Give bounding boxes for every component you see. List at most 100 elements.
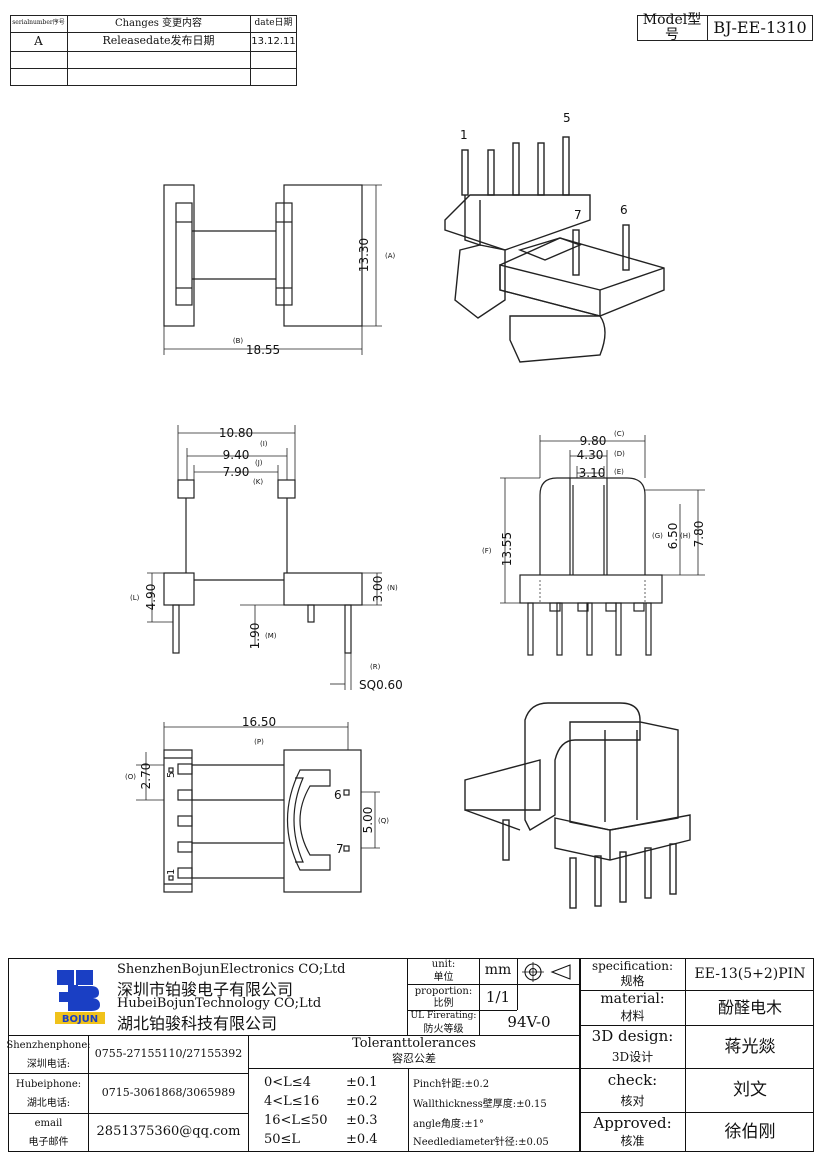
dim-i-tag: (I) xyxy=(260,440,268,448)
technical-drawing: 13.30 (A) 18.55 (B) 10.80 (I) 9.40 (J) 7… xyxy=(125,111,706,909)
rev-header-serial: serialnumber序号 xyxy=(12,19,65,27)
tol-angle: angle角度:±1° xyxy=(413,1119,485,1130)
bottom-pin-label-1: 1 xyxy=(166,869,177,875)
model-label: Model型号 xyxy=(642,11,702,43)
email-label-cn: 电子邮件 xyxy=(28,1136,69,1148)
side-view xyxy=(500,435,705,656)
sz-phone-label: Shenzhenphone: xyxy=(6,1040,91,1051)
hb-phone: 0715-3061868/3065989 xyxy=(101,1086,236,1100)
tol-wall: Wallthickness壁厚度:±0.15 xyxy=(413,1099,547,1110)
dim-j: 9.40 xyxy=(223,448,250,462)
dim-a-tag: (A) xyxy=(385,252,396,260)
dim-d: 4.30 xyxy=(577,448,604,462)
pin-label-7: 7 xyxy=(574,208,582,222)
approved-value: 徐伯刚 xyxy=(724,1121,776,1142)
dim-f: 13.55 xyxy=(500,532,514,566)
design-value: 蒋光燚 xyxy=(724,1036,776,1057)
tol-needle: Needlediameter针径:±0.05 xyxy=(413,1137,549,1148)
unit-label-cn: 单位 xyxy=(433,972,454,983)
tol-range-2: 16<L≤50 xyxy=(264,1113,328,1128)
tol-pinch: Pinch针距:±0.2 xyxy=(413,1079,490,1090)
tol-value-0: ±0.1 xyxy=(346,1075,378,1090)
material-label: material: xyxy=(600,990,665,1007)
email: 2851375360@qq.com xyxy=(96,1124,241,1140)
rev-header-date: date日期 xyxy=(254,17,293,28)
dim-i: 10.80 xyxy=(219,426,253,440)
unit-label: unit: xyxy=(431,959,456,970)
dim-k: 7.90 xyxy=(223,465,250,479)
proportion-label: proportion: xyxy=(414,985,473,997)
tol-value-1: ±0.2 xyxy=(346,1094,378,1109)
rev-date: 13.12.11 xyxy=(251,36,296,47)
bottom-pin-label-5: 5 xyxy=(166,772,177,778)
design-label: 3D design: xyxy=(591,1027,674,1046)
material-label-cn: 材料 xyxy=(620,1008,645,1023)
dim-c-tag: (C) xyxy=(614,430,625,438)
dim-o: 2.70 xyxy=(139,763,153,790)
bottom-pin-label-7: 7 xyxy=(336,842,344,856)
sz-phone: 0755-27155110/27155392 xyxy=(94,1047,243,1061)
dim-r-tag: (R) xyxy=(370,663,381,671)
company-name-2-cn: 湖北铂骏科技有限公司 xyxy=(117,1014,278,1033)
dim-h: 7.80 xyxy=(692,521,706,548)
hb-phone-label-cn: 湖北电话: xyxy=(26,1098,71,1109)
sz-phone-label-cn: 深圳电话: xyxy=(26,1058,71,1070)
pin-label-6: 6 xyxy=(620,203,628,217)
ul-label: UL Firerating: xyxy=(410,1011,477,1022)
dim-g-tag: (G) xyxy=(652,532,663,540)
tol-value-3: ±0.4 xyxy=(346,1132,378,1147)
dim-p: 16.50 xyxy=(242,715,276,729)
bojun-logo: BOJUN xyxy=(55,970,105,1025)
rev-serial: A xyxy=(34,33,43,48)
dim-l: 4.90 xyxy=(144,584,158,611)
company-name-2-en: HubeiBojunTechnology CO;Ltd xyxy=(117,996,322,1011)
dim-f-tag: (F) xyxy=(482,547,492,555)
bottom-view xyxy=(136,722,380,893)
dim-b-tag: (B) xyxy=(233,337,244,345)
dim-m: 1.90 xyxy=(248,623,262,650)
tol-range-1: 4<L≤16 xyxy=(264,1094,320,1109)
ul-value: 94V-0 xyxy=(507,1013,551,1032)
projection-symbol-icon xyxy=(522,962,571,982)
dim-p-tag: (P) xyxy=(254,738,264,746)
company-name-1-cn: 深圳市铂骏电子有限公司 xyxy=(117,980,294,999)
dim-r: SQ0.60 xyxy=(359,678,403,692)
approved-label: Approved: xyxy=(593,1113,672,1132)
rev-change: Releasedate发布日期 xyxy=(102,34,215,48)
dim-q-tag: (Q) xyxy=(378,817,389,825)
dim-a: 13.30 xyxy=(357,238,371,272)
isometric-view-bottom xyxy=(464,702,691,909)
ul-label-cn: 防火等级 xyxy=(423,1023,464,1035)
proportion-value: 1/1 xyxy=(485,988,511,1007)
proportion-label-cn: 比例 xyxy=(433,997,454,1009)
tol-range-0: 0<L≤4 xyxy=(264,1075,311,1090)
dim-b: 18.55 xyxy=(246,343,280,357)
tol-range-3: 50≤L xyxy=(264,1132,301,1147)
model-value: BJ-EE-1310 xyxy=(713,18,807,38)
unit-value: mm xyxy=(484,962,512,979)
top-view xyxy=(163,184,382,355)
dim-n-tag: (N) xyxy=(387,584,398,592)
spec-value: EE-13(5+2)PIN xyxy=(694,965,806,982)
logo-text: BOJUN xyxy=(62,1014,98,1025)
dim-m-tag: (M) xyxy=(265,632,277,640)
front-view xyxy=(147,425,382,690)
dim-l-tag: (L) xyxy=(130,594,140,602)
check-label: check: xyxy=(607,1070,658,1089)
dim-n: 3.00 xyxy=(371,576,385,603)
dim-k-tag: (K) xyxy=(253,478,263,486)
rev-header-changes: Changes 变更内容 xyxy=(114,18,203,29)
approved-label-cn: 核准 xyxy=(620,1134,645,1149)
bottom-pin-label-6: 6 xyxy=(334,788,342,802)
hb-phone-label: Hubeiphone: xyxy=(15,1078,82,1090)
design-label-cn: 3D设计 xyxy=(611,1049,654,1064)
dim-g: 6.50 xyxy=(666,523,680,550)
spec-label-cn: 规格 xyxy=(620,973,645,988)
dim-h-tag: (H) xyxy=(680,532,691,540)
dim-d-tag: (D) xyxy=(614,450,625,458)
tolerance-title-cn: 容忍公差 xyxy=(392,1052,436,1066)
pin-label-5: 5 xyxy=(563,111,571,125)
spec-label: specification: xyxy=(591,958,674,973)
check-label-cn: 核对 xyxy=(620,1093,645,1108)
dim-q: 5.00 xyxy=(361,807,375,834)
